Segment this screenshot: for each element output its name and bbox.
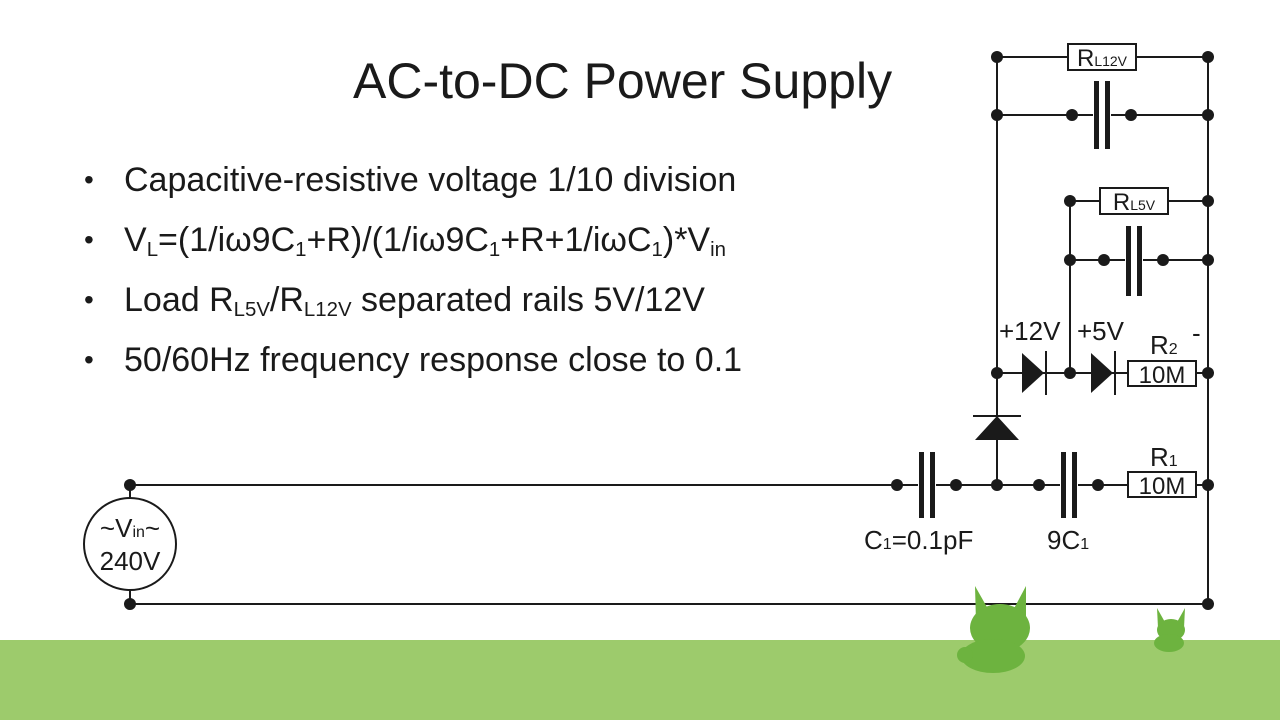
bullet-item: • Load RL5V/RL12V separated rails 5V/12V <box>84 280 742 340</box>
bullet-text-part: =(1/iω9C <box>158 221 296 259</box>
diode-rectifier <box>973 415 1021 440</box>
bullet-text: Capacitive-resistive voltage 1/10 divisi… <box>124 161 736 199</box>
c9-label: 9C1 <box>1047 525 1089 555</box>
circuit-wires <box>129 56 1209 605</box>
bullet-text: 50/60Hz frequency response close to 0.1 <box>124 341 742 379</box>
resistor-r1: 10M <box>1127 471 1197 500</box>
bullet-item: • 50/60Hz frequency response close to 0.1 <box>84 340 742 400</box>
bullet-dot-icon: • <box>84 284 94 315</box>
subscript-text: L <box>146 239 159 262</box>
subscript-text: L5V <box>233 299 270 322</box>
svg-text:10M: 10M <box>1139 473 1186 500</box>
bullet-text-part: Capacitive-resistive voltage 1/10 divisi… <box>124 161 737 199</box>
bullet-dot-icon: • <box>84 164 94 195</box>
subscript-text: 1 <box>295 239 307 262</box>
subscript-text: 1 <box>488 239 501 262</box>
subscript-text: in <box>710 239 726 262</box>
slide-title: AC-to-DC Power Supply <box>353 53 893 109</box>
svg-text:RL5V: RL5V <box>1113 189 1156 216</box>
capacitor-9c1 <box>1060 452 1078 518</box>
small-bunny-mascot-icon <box>1154 608 1185 652</box>
bullet-text-part: 50/60Hz frequency response close to 0.1 <box>124 341 743 379</box>
bullet-dot-icon: • <box>84 224 94 255</box>
capacitor-5v-filter <box>1125 226 1143 296</box>
capacitor-c1 <box>918 452 936 518</box>
capacitor-12v-filter <box>1093 81 1111 149</box>
bullet-item: • Capacitive-resistive voltage 1/10 divis… <box>84 160 742 220</box>
rail-5v-label: +5V <box>1077 316 1125 346</box>
bullet-dot-icon: • <box>84 344 94 375</box>
bunny-mascot-icon <box>957 586 1030 673</box>
r1-label: R1 <box>1150 442 1178 472</box>
svg-text:~Vin~: ~Vin~ <box>100 513 160 543</box>
diode-12v-to-5v <box>1022 351 1047 395</box>
svg-text:10M: 10M <box>1139 362 1186 389</box>
r2-label: R2 <box>1150 330 1178 360</box>
rail-12v-label: +12V <box>999 316 1061 346</box>
resistor-rl5v: RL5V <box>1099 187 1169 216</box>
bullet-list: • Capacitive-resistive voltage 1/10 divis… <box>84 160 742 400</box>
grass-strip <box>0 640 1280 720</box>
bullet-text-part: +R)/(1/iω9C <box>306 221 489 259</box>
ac-source: ~Vin~ 240V <box>83 497 177 591</box>
resistor-r2: 10M <box>1127 360 1197 389</box>
bullet-text-part: Load R <box>124 281 234 319</box>
diode-5v-to-r2 <box>1091 351 1116 395</box>
c1-label: C1=0.1pF <box>864 525 973 555</box>
bullet-item: •VL=(1/iω9C1+R)/(1/iω9C1+R+1/iωC1)*Vin <box>84 220 742 280</box>
bullet-text-part: +R+1/iωC <box>500 221 652 259</box>
svg-text:RL12V: RL12V <box>1077 45 1128 72</box>
bullet-text-part: )*V <box>662 221 711 259</box>
bullet-text: VL=(1/iω9C1+R)/(1/iω9C1+R+1/iωC1)*Vin <box>124 221 726 262</box>
bullet-text-part: V <box>124 221 147 259</box>
subscript-text: L12V <box>303 299 352 322</box>
source-voltage-label: 240V <box>100 546 161 576</box>
subscript-text: 1 <box>651 239 663 262</box>
bullet-text-part: /R <box>269 281 304 319</box>
junction-dots <box>124 51 1214 610</box>
resistor-rl12v: RL12V <box>1067 43 1137 72</box>
minus-label: - <box>1192 318 1201 348</box>
bullet-text-part: separated rails 5V/12V <box>351 281 705 319</box>
bullet-text: Load RL5V/RL12V separated rails 5V/12V <box>124 281 705 322</box>
